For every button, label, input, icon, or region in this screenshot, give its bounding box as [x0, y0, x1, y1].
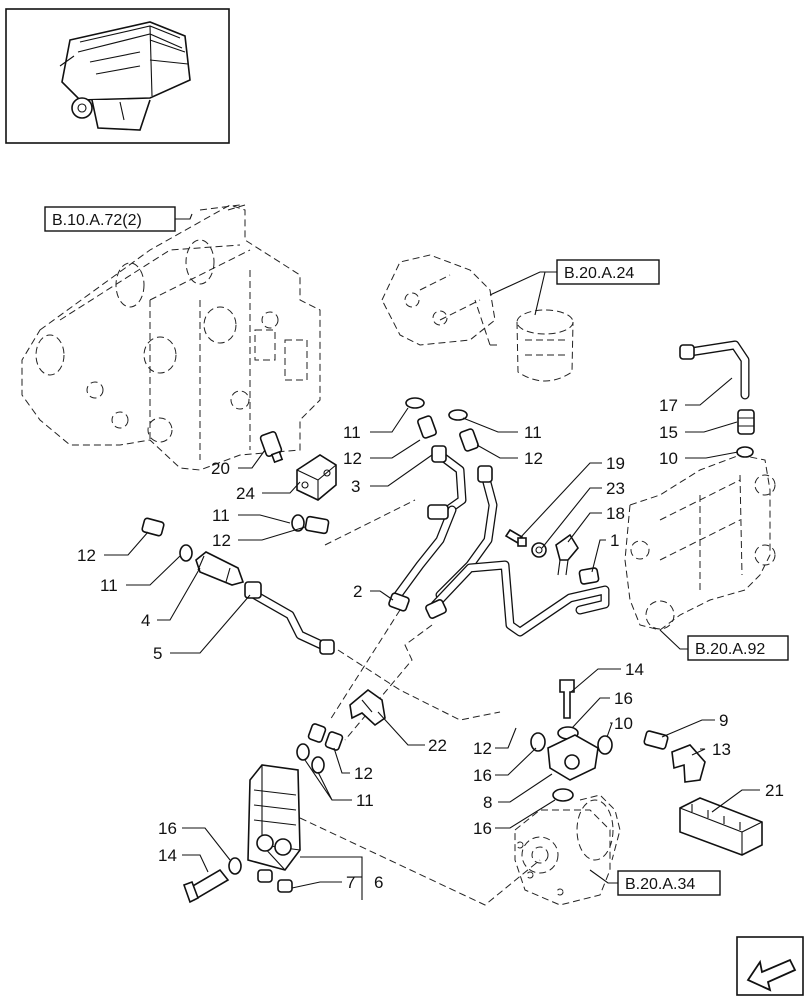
- callout-3: 3: [351, 477, 360, 496]
- callout-12: 12: [473, 739, 492, 758]
- ref-b20a24: B.20.A.24: [564, 265, 634, 282]
- callout-10: 10: [614, 714, 633, 733]
- filter-head-outline: [381, 254, 574, 382]
- callout-9: 9: [719, 711, 728, 730]
- pipe-17: [685, 340, 750, 400]
- callout-6: 6: [374, 873, 383, 892]
- callout-15: 15: [659, 423, 678, 442]
- callout-20: 20: [211, 459, 230, 478]
- pipe-3: [435, 450, 467, 517]
- callout-11: 11: [100, 576, 118, 595]
- callout-4: 4: [141, 611, 150, 630]
- callout-11: 11: [343, 423, 361, 442]
- callout-16: 16: [473, 819, 492, 838]
- callout-22: 22: [428, 736, 447, 755]
- callout-17: 17: [659, 396, 678, 415]
- callout-19: 19: [606, 454, 625, 473]
- callout-16: 16: [614, 689, 633, 708]
- callout-23: 23: [606, 479, 625, 498]
- reference-boxes: B.10.A.72(2) B.20.A.24 B.20.A.92 B.20.A.…: [44, 206, 789, 896]
- callout-16: 16: [473, 766, 492, 785]
- fittings: [141, 344, 804, 996]
- callout-labels: 11 12 3 24 20 11 12 12 11 4 5 2 11 12 19…: [77, 396, 784, 892]
- callout-7: 7: [346, 873, 355, 892]
- ref-b10a72: B.10.A.72(2): [52, 212, 142, 229]
- callout-12: 12: [212, 531, 231, 550]
- callout-21: 21: [765, 781, 784, 800]
- callout-16: 16: [158, 819, 177, 838]
- ref-b20a34: B.20.A.34: [625, 876, 695, 893]
- callout-1: 1: [610, 531, 619, 550]
- callout-18: 18: [606, 504, 625, 523]
- callout-24: 24: [236, 484, 255, 503]
- callout-12: 12: [343, 449, 362, 468]
- hose-5: [250, 590, 333, 653]
- oil-cooler-outline: [624, 454, 776, 631]
- callout-14: 14: [625, 660, 644, 679]
- callout-11: 11: [212, 506, 230, 525]
- pump-outline: [514, 794, 621, 906]
- callout-5: 5: [153, 644, 162, 663]
- ref-b20a92: B.20.A.92: [695, 641, 765, 658]
- callout-2: 2: [353, 582, 362, 601]
- engine-thumbnail: [5, 8, 230, 144]
- callout-11: 11: [524, 423, 542, 442]
- engine-block-outline: [21, 204, 321, 471]
- leader-lines: [104, 271, 760, 900]
- callout-12: 12: [354, 764, 373, 783]
- callout-14: 14: [158, 846, 177, 865]
- callout-13: 13: [712, 740, 731, 759]
- callout-8: 8: [483, 793, 492, 812]
- pipe-1: [430, 560, 610, 637]
- callout-11: 11: [356, 791, 374, 810]
- callout-12: 12: [524, 449, 543, 468]
- pipe-2: [393, 470, 498, 600]
- callout-12: 12: [77, 546, 96, 565]
- callout-10: 10: [659, 449, 678, 468]
